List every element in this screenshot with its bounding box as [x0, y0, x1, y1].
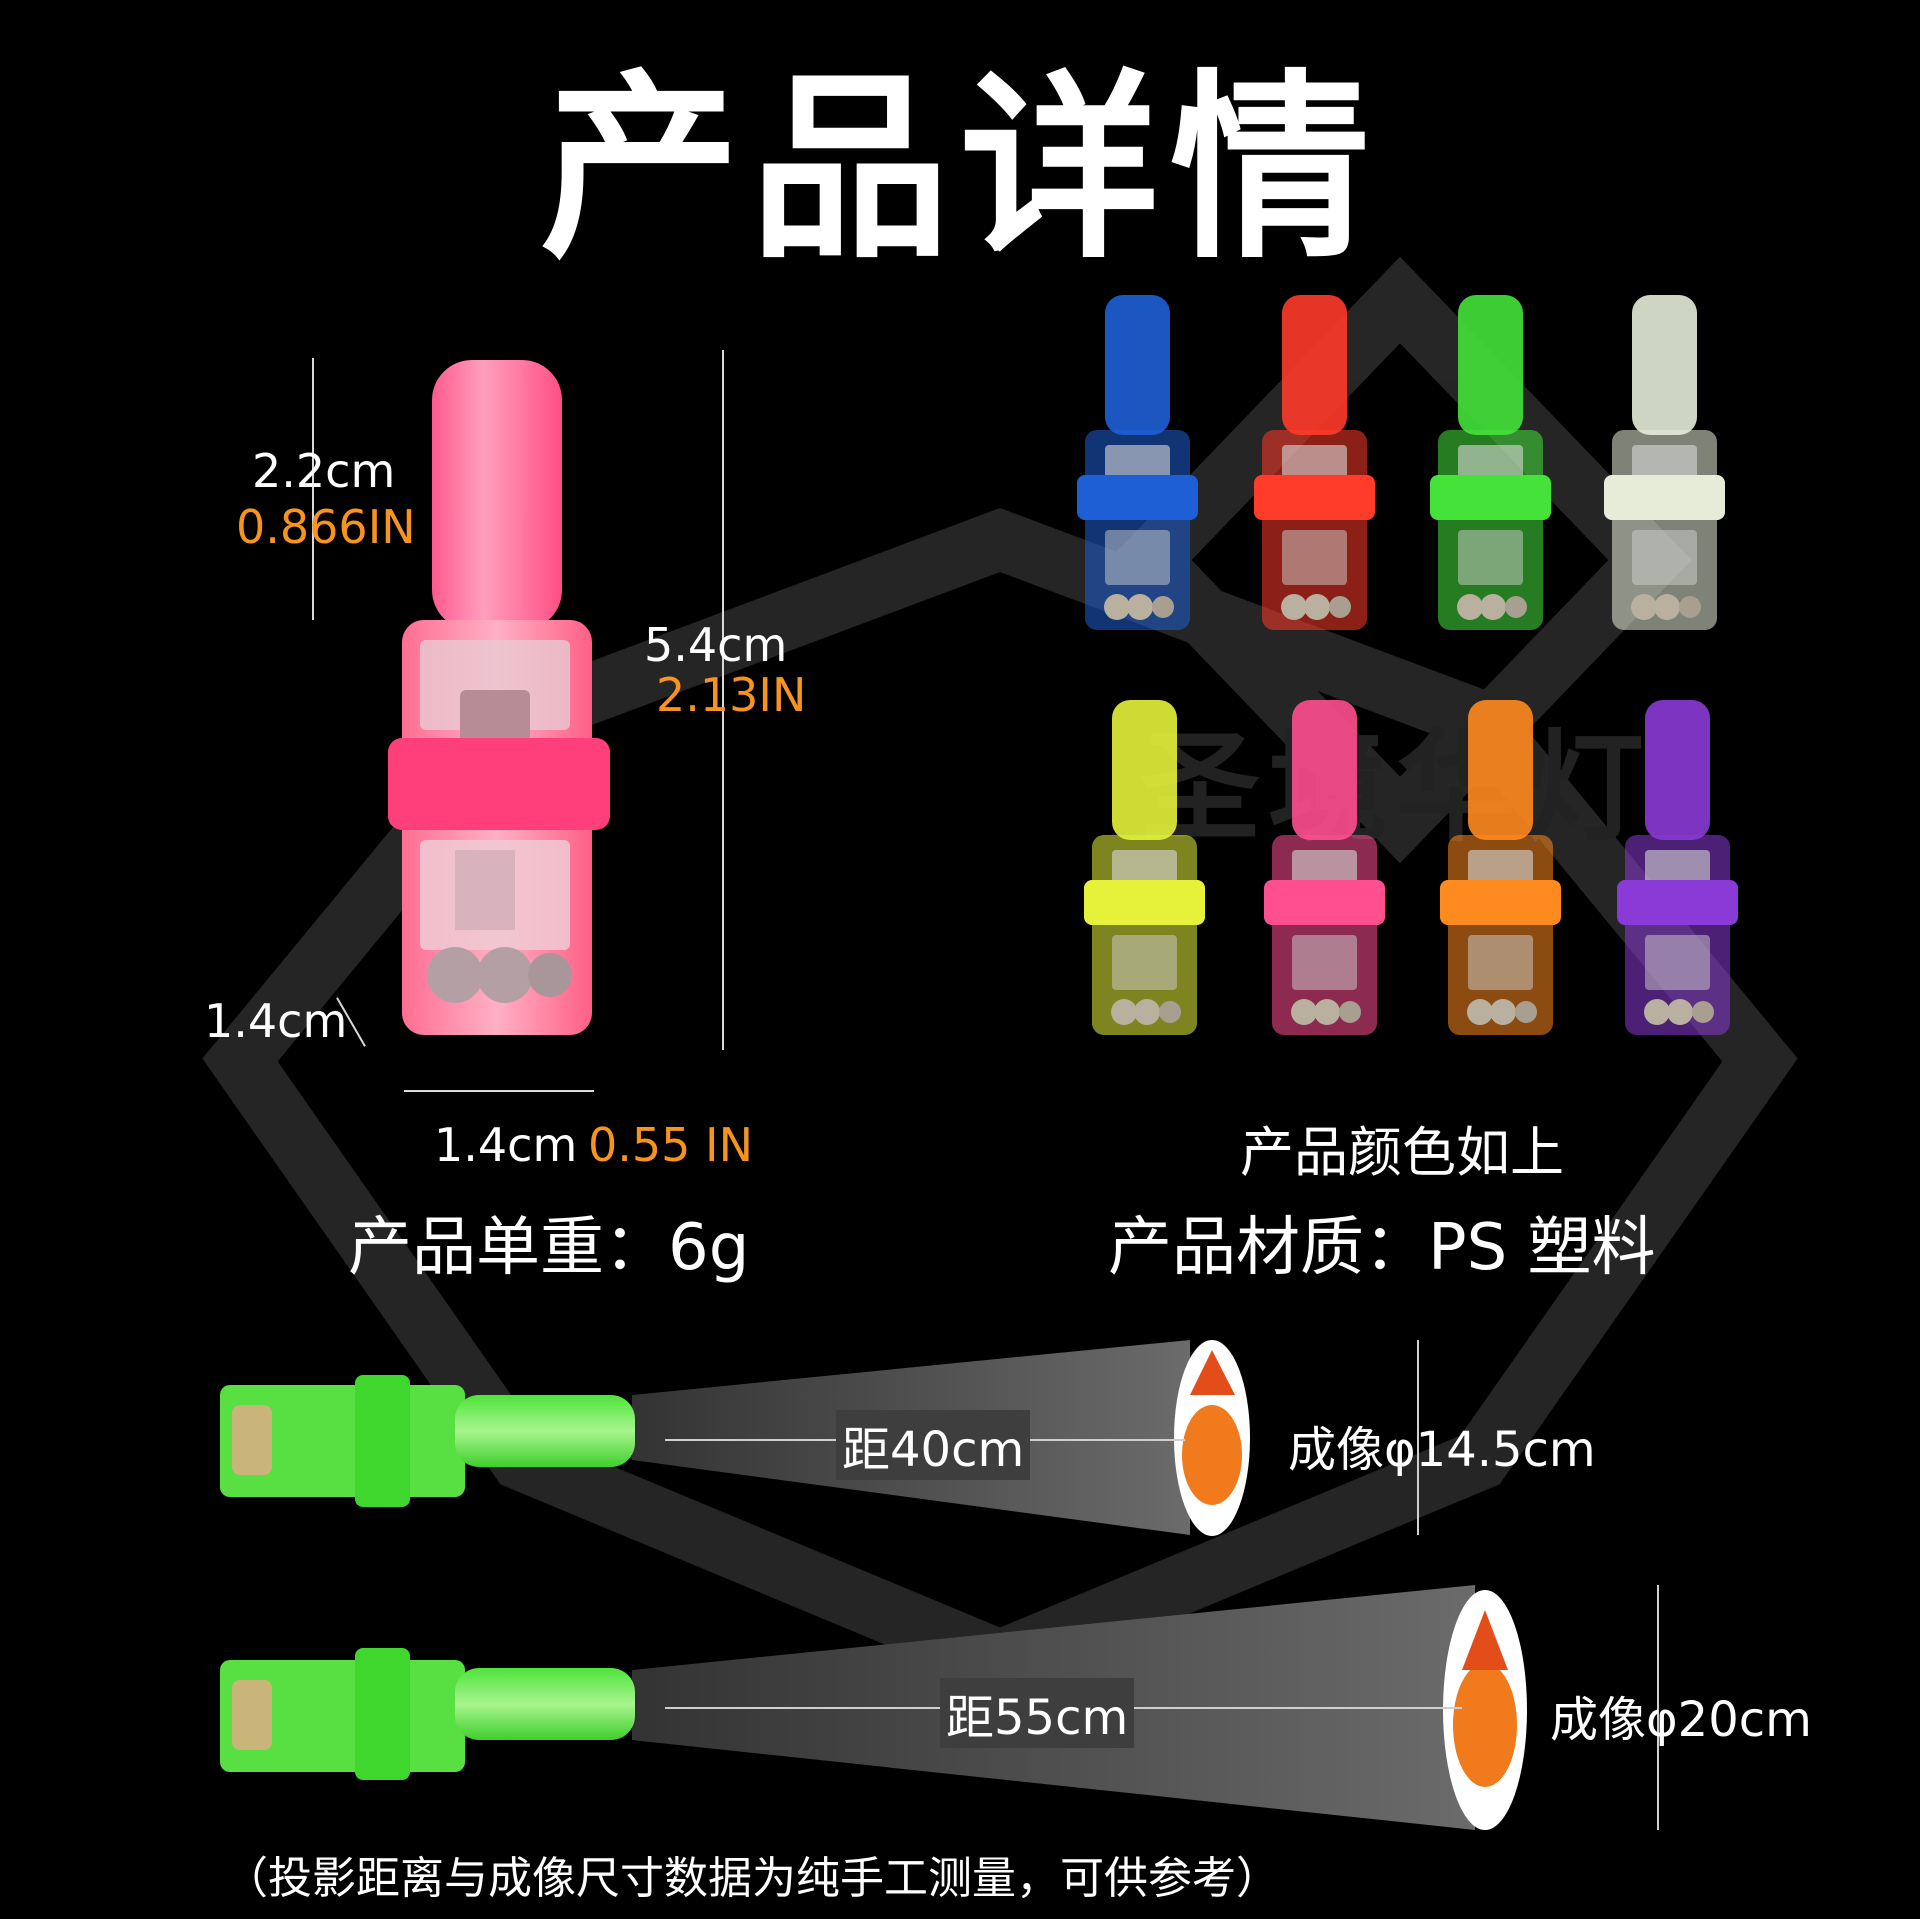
projection-1-image-size: 成像φ14.5cm — [1288, 1422, 1596, 1478]
page-title: 产品详情 — [539, 53, 1380, 286]
material-label: 产品材质：PS 塑料 — [1108, 1211, 1656, 1285]
total-length-cm: 5.4cm — [644, 618, 788, 672]
projection-2-image-size: 成像φ20cm — [1550, 1692, 1812, 1748]
top-length-cm: 2.2cm — [252, 444, 396, 498]
depth-cm: 1.4cm — [204, 994, 348, 1048]
dim-line-top — [312, 358, 314, 620]
color-variant-purple — [1617, 700, 1738, 1035]
watermark-text: 圣境华灯 — [1140, 719, 1652, 858]
color-variant-red — [1254, 295, 1375, 630]
colors-caption: 产品颜色如上 — [1240, 1121, 1564, 1184]
top-length-in: 0.866IN — [236, 500, 416, 554]
width-cm: 1.4cm — [434, 1118, 578, 1172]
color-variant-yellow — [1084, 700, 1205, 1035]
color-variant-white — [1604, 295, 1725, 630]
footnote: （投影距离与成像尺寸数据为纯手工测量，可供参考） — [224, 1853, 1280, 1904]
projection-2-distance: 距55cm — [940, 1678, 1135, 1748]
dim-line-width — [404, 1090, 594, 1092]
color-variant-blue — [1077, 295, 1198, 630]
color-variant-green — [1430, 295, 1551, 630]
weight-label: 产品单重：6g — [348, 1211, 750, 1285]
projection-1-distance: 距40cm — [836, 1410, 1031, 1480]
dim-line-total — [722, 350, 724, 1050]
color-variant-orange — [1440, 700, 1561, 1035]
color-variant-pink — [1264, 700, 1385, 1035]
width-in: 0.55 IN — [588, 1118, 754, 1172]
total-length-in: 2.13IN — [656, 668, 807, 722]
